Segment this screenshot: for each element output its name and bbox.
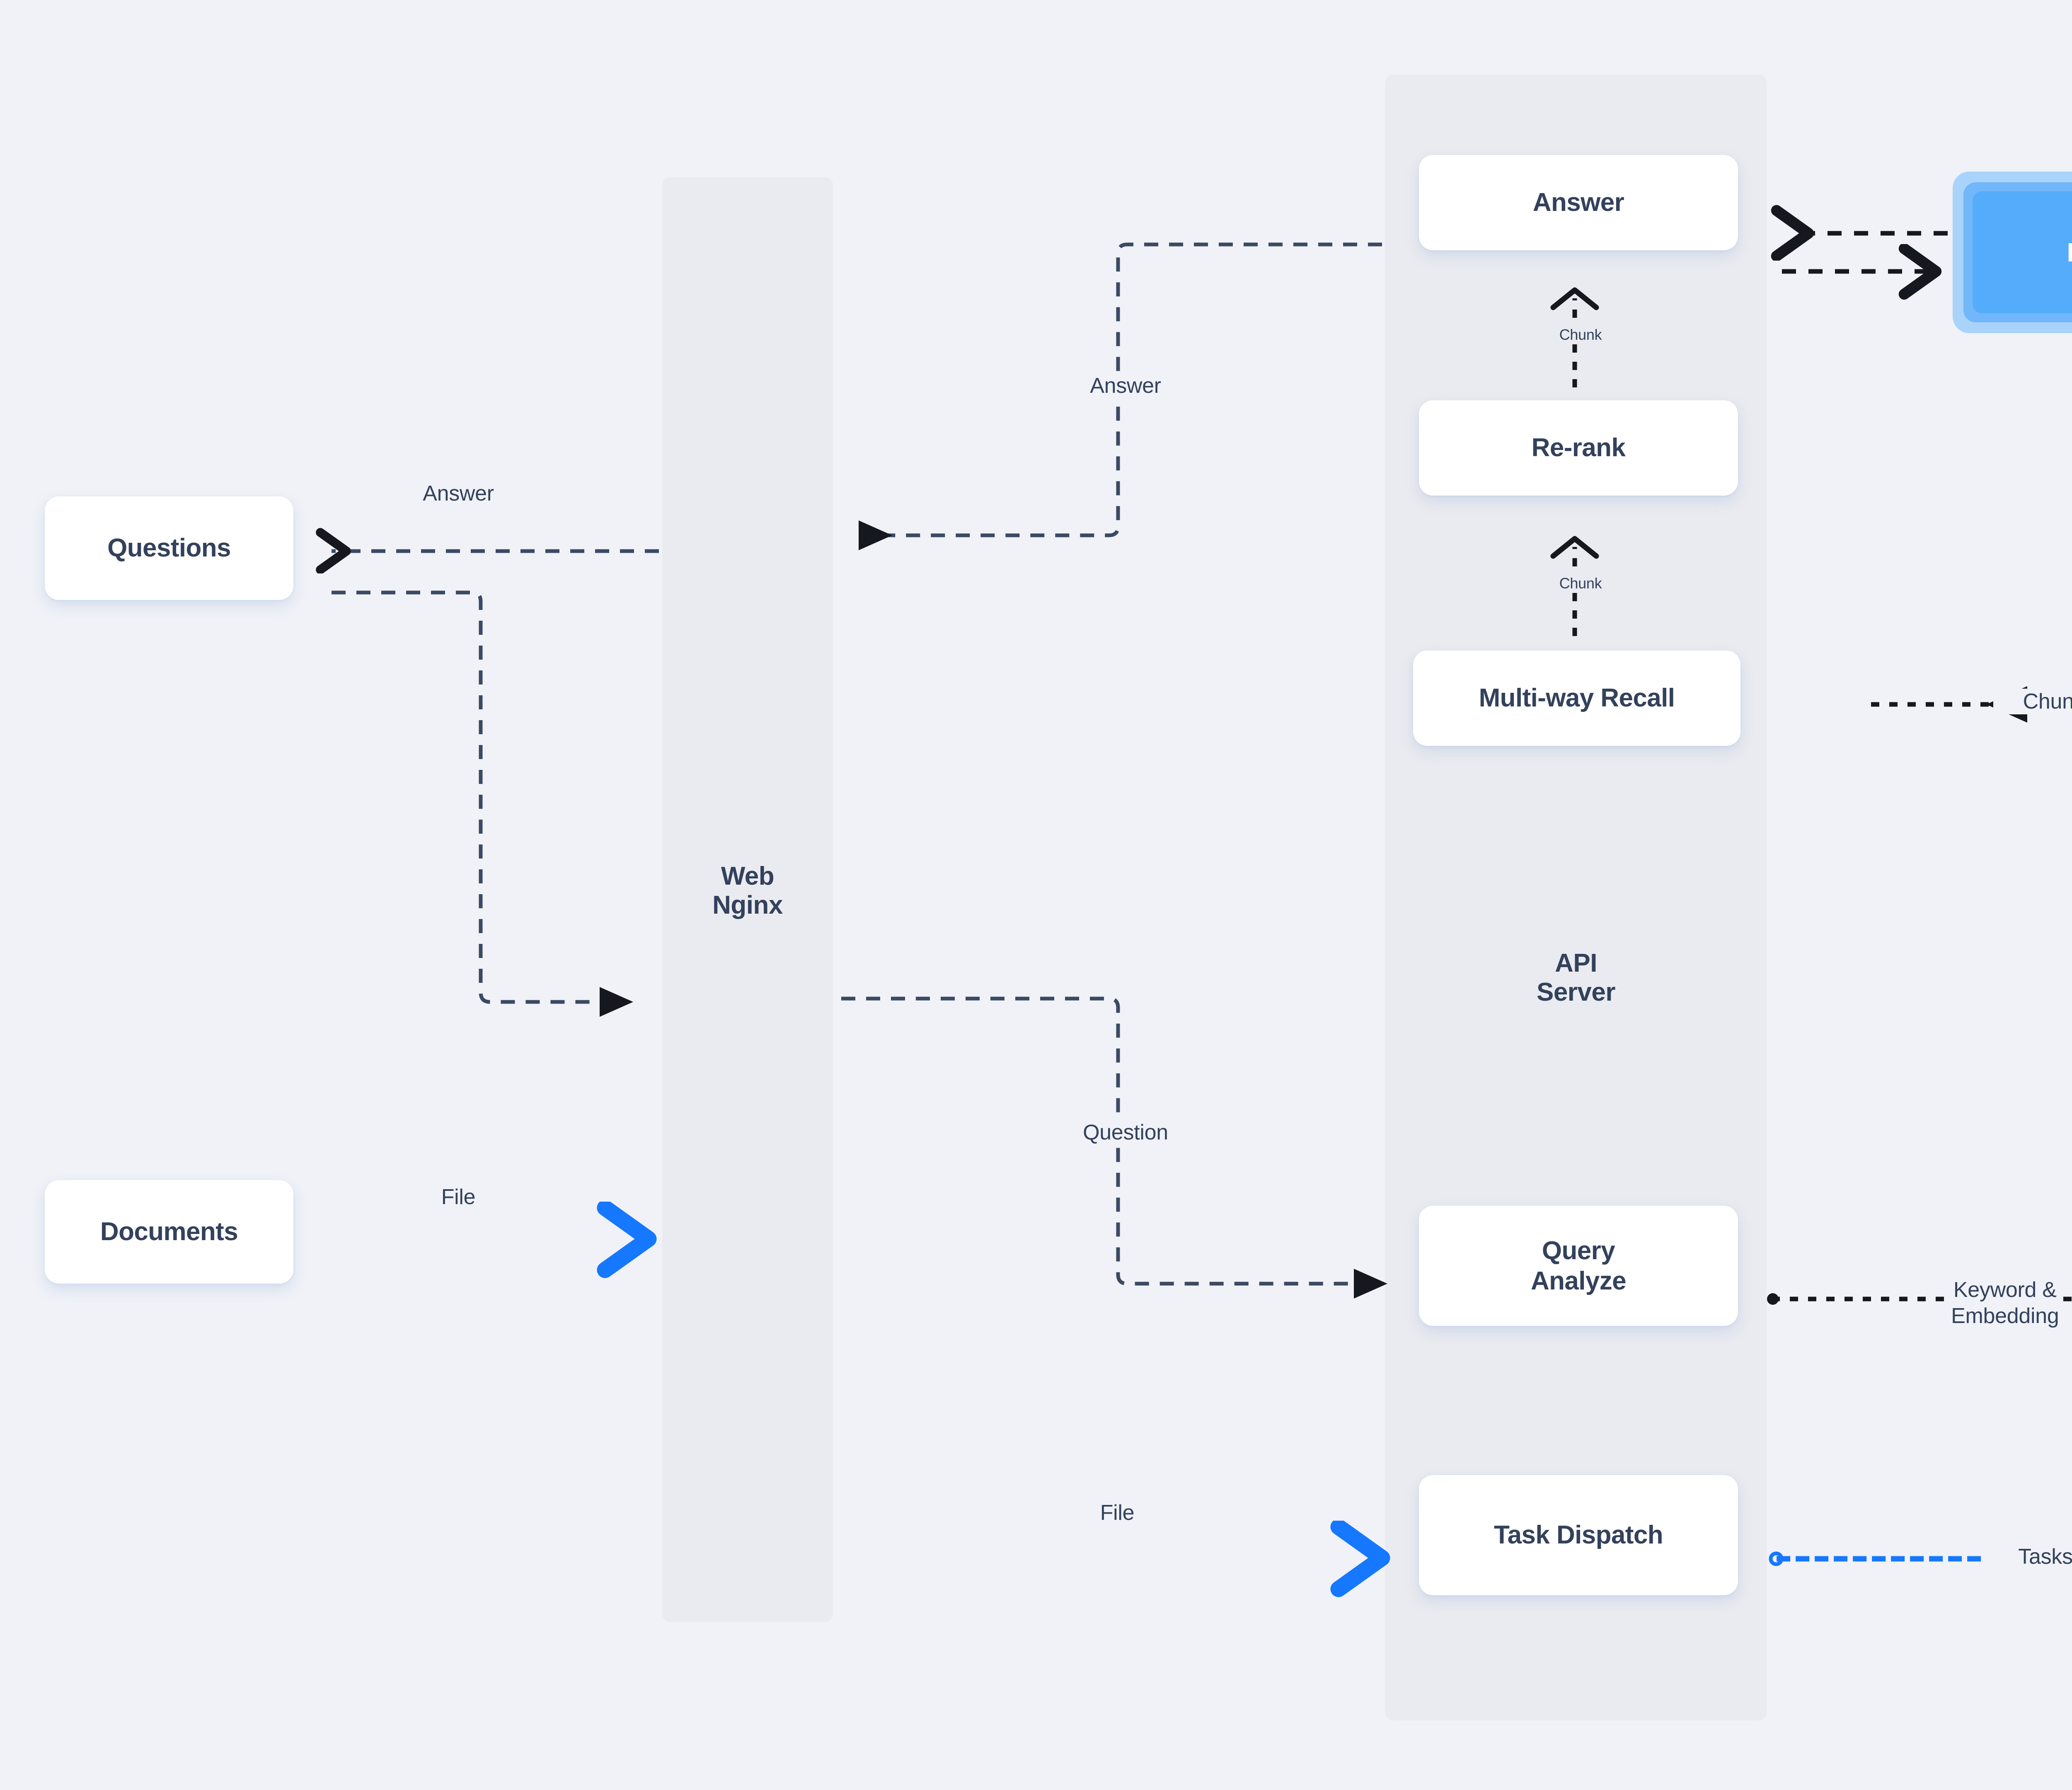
card-task-dispatch[interactable]: Task Dispatch	[1419, 1475, 1738, 1595]
edge-label-chunk-recall: Chunk	[1993, 689, 2072, 715]
keyword-line2: Embedding	[1945, 1303, 2065, 1329]
panel-label-api-server: API Server	[1385, 949, 1767, 1007]
llms-mid-layer: LLMs	[1963, 182, 2072, 322]
edge-label-file-top: File	[406, 1184, 511, 1210]
card-rerank[interactable]: Re-rank	[1419, 400, 1738, 496]
card-query-analyze[interactable]: Query Analyze	[1419, 1206, 1738, 1326]
card-documents[interactable]: Documents	[45, 1180, 293, 1284]
edge-label-chunk-answer: Chunk	[1529, 326, 1632, 344]
edge-label-chunk-rerank: Chunk	[1529, 574, 1632, 593]
edge-label-keyword-embedding: Keyword & Embedding	[1877, 1251, 2072, 1355]
web-nginx-line1: Web	[721, 862, 775, 890]
edge-label-answer-mid: Answer	[1053, 373, 1198, 399]
card-answer[interactable]: Answer	[1419, 155, 1738, 250]
card-multiway-recall[interactable]: Multi-way Recall	[1413, 651, 1740, 746]
edge-label-file-bottom: File	[1065, 1500, 1169, 1526]
api-server-line2: Server	[1536, 978, 1616, 1007]
edge-label-answer-top: Answer	[385, 481, 531, 507]
edge-label-tasks: Tasks	[1985, 1544, 2072, 1570]
panel-web-nginx	[662, 177, 833, 1622]
api-server-line1: API	[1555, 949, 1597, 977]
llms-inner-layer: LLMs	[1973, 191, 2072, 313]
panel-api-server	[1385, 75, 1767, 1720]
panel-label-web-nginx: Web Nginx	[662, 862, 833, 920]
card-llms[interactable]: LLMs	[1953, 172, 2072, 333]
llms-label: LLMs	[2067, 237, 2072, 268]
edge-questions-to-web	[332, 590, 633, 1017]
card-questions[interactable]: Questions	[45, 496, 293, 600]
keyword-line1: Keyword &	[1947, 1277, 2062, 1303]
query-analyze-line1: Query	[1542, 1236, 1615, 1265]
web-nginx-line2: Nginx	[712, 891, 783, 920]
edge-label-question: Question	[1040, 1120, 1211, 1146]
query-analyze-line2: Analyze	[1530, 1267, 1627, 1295]
